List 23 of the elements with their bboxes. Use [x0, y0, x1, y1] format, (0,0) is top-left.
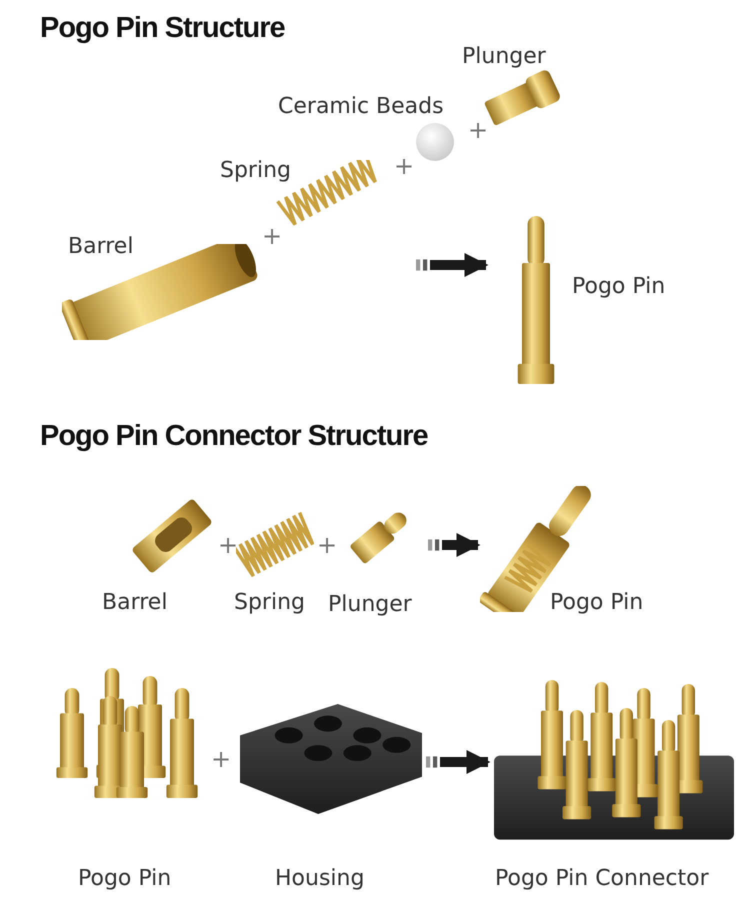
- arrow: [426, 750, 490, 774]
- plus-sign: +: [218, 533, 238, 557]
- part-label: Barrel: [102, 590, 168, 616]
- plus-sign: +: [317, 533, 338, 557]
- part-label: Pogo Pin Connector: [495, 866, 709, 892]
- part-label: Pogo Pin: [572, 274, 666, 300]
- part-label: Plunger: [328, 592, 412, 618]
- plus-sign: +: [468, 118, 488, 142]
- arrow: [428, 533, 480, 557]
- plus-sign: +: [394, 154, 414, 178]
- plus-sign: +: [211, 747, 232, 771]
- part-label: Spring: [234, 590, 305, 616]
- part-label: Spring: [220, 158, 291, 184]
- title: Pogo Pin Structure: [40, 12, 285, 45]
- part-label: Barrel: [68, 234, 134, 260]
- part-label: Housing: [275, 866, 364, 892]
- part-label: Pogo Pin: [78, 866, 172, 892]
- part-label: Pogo Pin: [550, 590, 644, 616]
- part-label: Ceramic Beads: [278, 94, 444, 120]
- plus-sign: +: [262, 224, 282, 248]
- part-label: Plunger: [462, 44, 546, 70]
- arrow: [416, 253, 488, 277]
- section-heading: Pogo Pin Connector Structure: [40, 420, 428, 453]
